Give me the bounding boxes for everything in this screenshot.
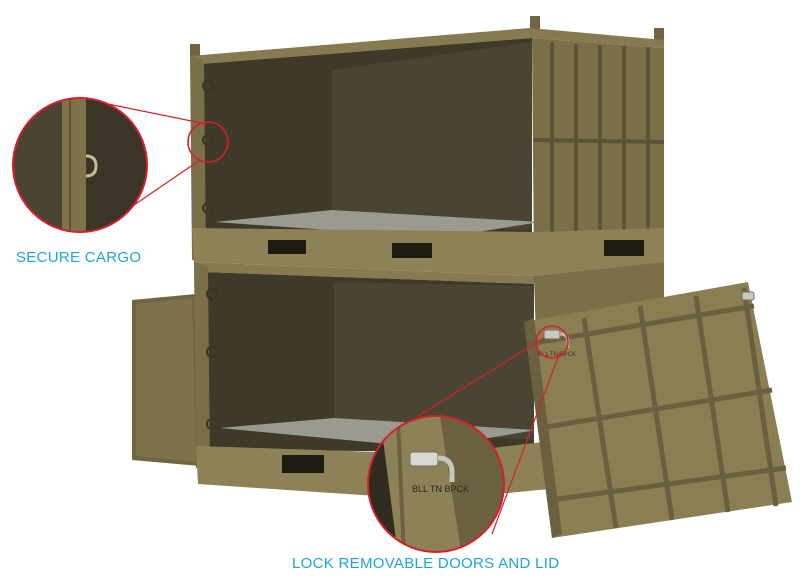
top-floor-grate: [215, 210, 540, 238]
top-container: [190, 16, 665, 276]
callout-target-ring: [187, 121, 229, 163]
forklift-pocket: [392, 243, 432, 258]
lock-doors-callout: BLL TN BPCK: [367, 325, 569, 553]
lid-stencil: BLL TN BPCK: [538, 352, 576, 358]
magnifier-circle-icon: [13, 98, 147, 232]
latch-icon: [409, 451, 455, 482]
secure-cargo-caption: SECURE CARGO: [16, 249, 142, 266]
door-stencil: BLL TN BPCK: [412, 484, 469, 494]
lifting-lug: [530, 16, 540, 30]
lifting-lug: [654, 28, 664, 42]
top-interior-back-wall: [332, 42, 532, 230]
callout-ring: [367, 415, 505, 553]
callout-leader-line: [491, 351, 561, 535]
magnifier-circle-icon: BLL TN BPCK: [368, 416, 504, 552]
callout-target-ring: [535, 325, 569, 359]
latch-icon: [741, 291, 755, 301]
bottom-interior-back-wall: [334, 282, 534, 440]
forklift-pocket: [282, 455, 324, 473]
removable-lid: BLL TN BPCK: [524, 282, 792, 538]
forklift-pocket: [604, 240, 644, 256]
top-rail: [190, 28, 664, 64]
callout-leader-line: [107, 103, 207, 125]
left-door-panel: [136, 298, 196, 462]
bottom-left-post: [194, 262, 210, 470]
callout-leader-line: [417, 337, 545, 417]
forklift-pocket: [268, 240, 306, 254]
lock-doors-caption: LOCK REMOVABLE DOORS AND LID: [292, 555, 560, 572]
callout-ring: [12, 97, 148, 233]
lifting-lug: [190, 44, 200, 56]
